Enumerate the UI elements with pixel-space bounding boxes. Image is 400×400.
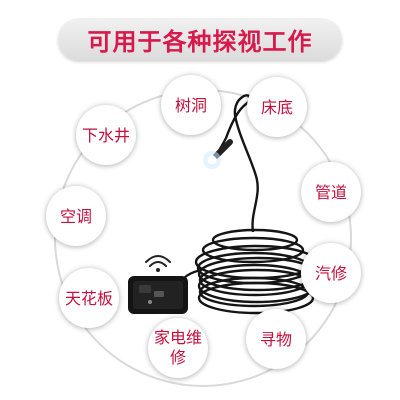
page-title: 可用于各种探视工作 [87, 27, 313, 56]
application-label: 下水井 [81, 125, 130, 145]
application-label: 树洞 [174, 95, 207, 115]
application-label: 空调 [59, 206, 92, 226]
application-label: 管道 [314, 182, 347, 202]
wifi-icon [145, 255, 171, 272]
application-auto-repair: 汽修 [301, 243, 361, 303]
application-appliance-repair: 家电维修 [148, 318, 208, 378]
application-ceiling: 天花板 [59, 268, 119, 328]
application-air-conditioner: 空调 [46, 186, 106, 246]
application-label: 床底 [260, 97, 293, 117]
cable-coil [194, 228, 319, 315]
application-label: 寻物 [259, 329, 292, 349]
title-banner: 可用于各种探视工作 [58, 18, 342, 60]
application-label: 天花板 [64, 288, 113, 308]
application-tree-hole: 树洞 [161, 75, 221, 135]
endoscope-camera-icon [203, 139, 233, 169]
application-label: 家电维修 [153, 328, 202, 367]
wireless-box-icon [128, 276, 188, 314]
application-find-items: 寻物 [246, 309, 306, 369]
cable-riser [209, 94, 259, 233]
application-label: 汽修 [314, 263, 347, 283]
application-under-bed: 床底 [247, 77, 307, 137]
application-manhole: 下水井 [76, 105, 136, 165]
application-pipeline: 管道 [301, 162, 361, 222]
